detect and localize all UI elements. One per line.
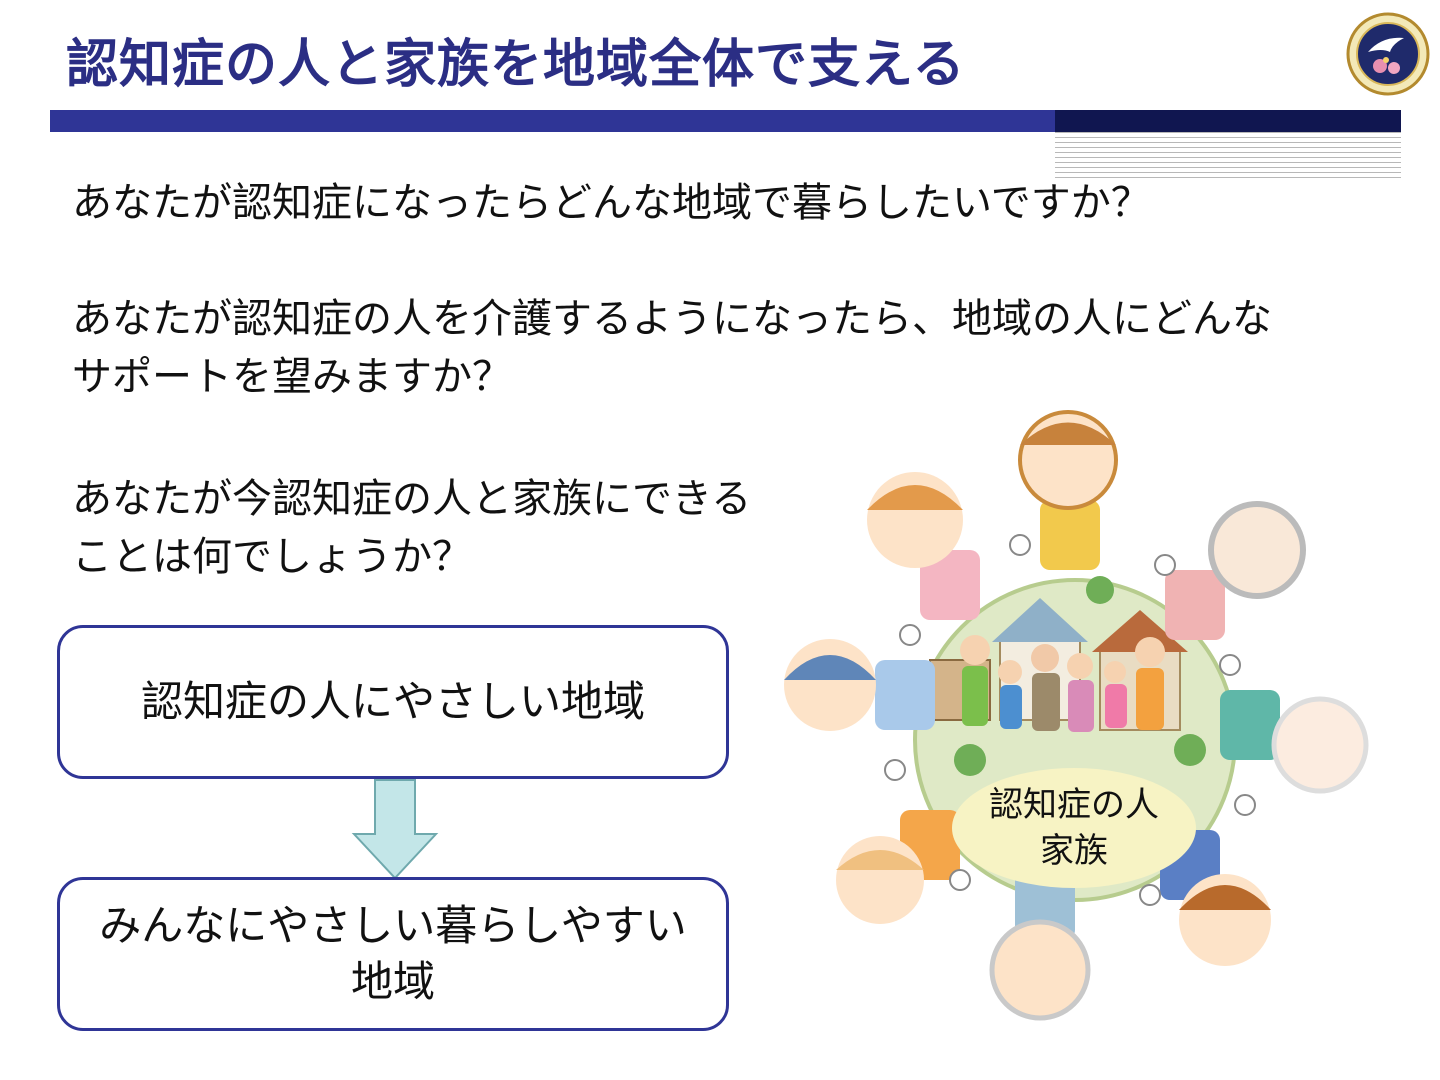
question-3-line-2: ことは何でしょうか？: [72, 534, 472, 580]
person-figure: [867, 472, 980, 620]
question-2-line-1: あなたが認知症の人を介護するようになったら、地域の人にどんな: [72, 296, 1272, 342]
question-1-text: あなたが認知症になったらどんな地域で暮らしたいですか？: [72, 180, 1151, 226]
tree-icon: [954, 576, 1206, 776]
person-figure: [1160, 830, 1271, 966]
center-label-line-1: 認知症の人: [989, 785, 1159, 825]
person-figure: [784, 639, 935, 731]
question-3-line-1: あなたが今認知症の人と家族にできる: [72, 476, 752, 522]
flow-box-bottom-text: みんなにやさしい暮らしやすい 地域: [99, 901, 687, 1006]
people-ring: [784, 410, 1369, 1021]
university-seal-icon: [1346, 12, 1430, 96]
question-2-line-2: サポートを望みますか？: [72, 354, 512, 400]
person-figure: [1165, 501, 1306, 640]
question-2: あなたが認知症の人を介護するようになったら、地域の人にどんな サポートを望みます…: [72, 290, 1272, 406]
person-figure: [836, 810, 960, 924]
flow-box-top-text: 認知症の人にやさしい地域: [140, 677, 645, 726]
person-figure: [1018, 410, 1118, 570]
down-arrow-icon: [351, 779, 439, 880]
question-1: あなたが認知症になったらどんな地域で暮らしたいですか？: [72, 174, 1151, 232]
slide-title: 認知症の人と家族を地域全体で支える: [66, 35, 966, 95]
center-label-person-and-family: 認知症の人 家族: [952, 768, 1196, 888]
title-stripes-decoration: [1055, 132, 1401, 178]
community-circle-illustration: [784, 410, 1369, 1021]
person-figure: [1220, 690, 1369, 794]
title-bar-accent: [1055, 110, 1401, 132]
flow-box-livable-community: みんなにやさしい暮らしやすい 地域: [57, 877, 729, 1031]
center-label-line-2: 家族: [1040, 831, 1108, 871]
flow-box-dementia-friendly-community: 認知症の人にやさしい地域: [57, 625, 729, 779]
person-figure: [989, 870, 1091, 1021]
question-3: あなたが今認知症の人と家族にできる ことは何でしょうか？: [72, 470, 751, 586]
family-group-figure: [960, 635, 1165, 732]
